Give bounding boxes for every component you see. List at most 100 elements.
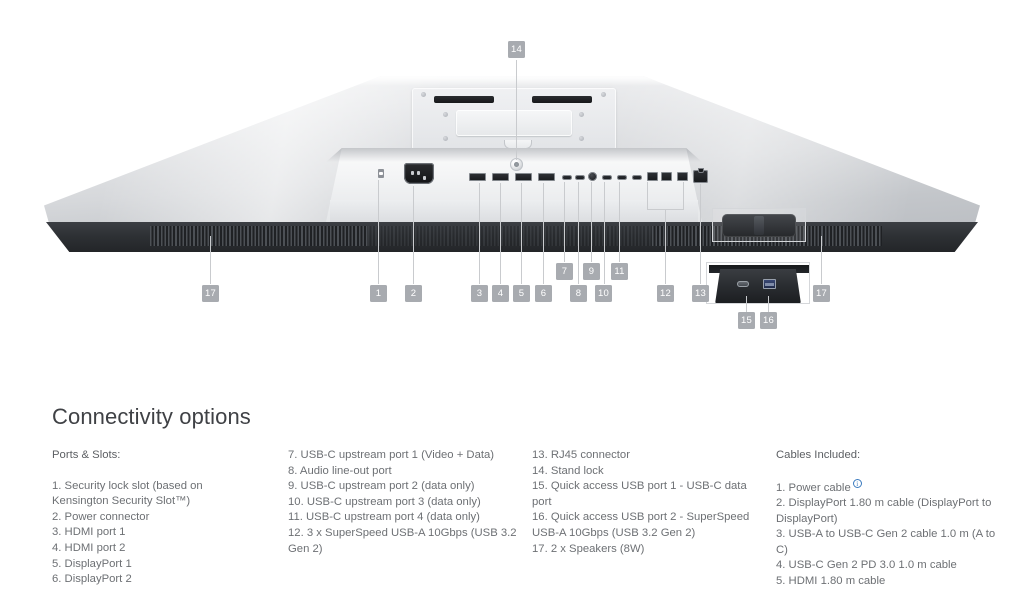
- callout-badge-7[interactable]: 7: [556, 263, 573, 280]
- usb-a-port-2: [661, 172, 672, 181]
- power-pin-1: [411, 171, 414, 175]
- callout-badge-17-right[interactable]: 17: [813, 285, 830, 302]
- leader-line-6: [543, 183, 544, 284]
- list-item: 2. Power connector: [52, 510, 150, 523]
- callout-badge-13[interactable]: 13: [692, 285, 709, 302]
- list-item: 12. 3 x SuperSpeed USB-A 10Gbps (USB 3.2…: [288, 526, 517, 555]
- callout-badge-8[interactable]: 8: [570, 285, 587, 302]
- security-lock-slot-port: [378, 169, 384, 178]
- callout-badge-16[interactable]: 16: [760, 312, 777, 329]
- list-item: 3. USB-A to USB-C Gen 2 cable 1.0 m (A t…: [776, 528, 996, 556]
- list-item: 5. HDMI 1.80 m cable: [776, 574, 886, 587]
- port-bay-floor: [330, 200, 698, 222]
- list-item: 2. DisplayPort 1.80 m cable (DisplayPort…: [776, 496, 992, 525]
- callout-badge-2[interactable]: 2: [405, 285, 422, 302]
- leader-line-2: [413, 186, 414, 284]
- list-item: 17. 2 x Speakers (8W): [532, 542, 645, 555]
- vesa-screw-bl: [443, 136, 448, 141]
- usbc-upstream-port-4: [632, 175, 642, 180]
- port-bay-shadow: [326, 148, 702, 162]
- list-item: 4. HDMI port 2: [52, 541, 126, 554]
- leader-line-12c: [665, 209, 666, 284]
- callout-badge-15[interactable]: 15: [738, 312, 755, 329]
- callout-badge-9[interactable]: 9: [583, 263, 600, 280]
- leader-line-4: [500, 183, 501, 284]
- stand-lock-screw: [510, 158, 523, 171]
- vesa-slot-left: [434, 96, 494, 103]
- speaker-grille-left: [150, 226, 368, 246]
- usb-a-port-1: [647, 172, 658, 181]
- stand-clip: [456, 110, 572, 136]
- leader-line-17-left: [210, 236, 211, 284]
- callout-badge-6[interactable]: 6: [535, 285, 552, 302]
- leader-line-16: [768, 296, 769, 312]
- list-item: 14. Stand lock: [532, 464, 604, 477]
- ports-continued-list: 7. USB-C upstream port 1 (Video + Data) …: [288, 448, 518, 557]
- usbc-upstream-port-2: [602, 175, 612, 180]
- vesa-screw-br: [579, 136, 584, 141]
- leader-line-7: [564, 182, 565, 262]
- leader-line-9: [591, 182, 592, 262]
- list-item: 3. HDMI port 1: [52, 526, 126, 539]
- list-item: 4. USB-C Gen 2 PD 3.0 1.0 m cable: [776, 559, 957, 572]
- callout-badge-5[interactable]: 5: [513, 285, 530, 302]
- cables-included-heading: Cables Included:: [776, 449, 861, 461]
- leader-line-5: [521, 183, 522, 284]
- list-item: 1. Security lock slot (based on Kensingt…: [52, 479, 203, 508]
- leader-line-3: [479, 183, 480, 284]
- page-title: Connectivity options: [52, 404, 251, 430]
- list-item: 6. DisplayPort 2: [52, 573, 132, 586]
- callout-badge-11[interactable]: 11: [611, 263, 628, 280]
- leader-line-11: [619, 182, 620, 262]
- leader-line-14: [516, 60, 517, 160]
- usbc-upstream-port-1: [562, 175, 572, 180]
- displayport-2: [538, 173, 555, 181]
- callout-badge-4[interactable]: 4: [492, 285, 509, 302]
- hdmi-port-2: [492, 173, 509, 181]
- callout-badge-12[interactable]: 12: [657, 285, 674, 302]
- displayport-1: [515, 173, 532, 181]
- hdmi-port-1: [469, 173, 486, 181]
- usbc-upstream-port-1b: [575, 175, 585, 180]
- ports-continued-2-list: 13. RJ45 connector 14. Stand lock 15. Qu…: [532, 448, 767, 557]
- callout-badge-10[interactable]: 10: [595, 285, 612, 302]
- list-item: 8. Audio line-out port: [288, 464, 392, 477]
- list-item: 9. USB-C upstream port 2 (data only): [288, 480, 475, 493]
- ports-slots-list: 1. Security lock slot (based on Kensingt…: [52, 479, 262, 588]
- leader-line-12b: [683, 182, 684, 210]
- callout-badge-1[interactable]: 1: [370, 285, 387, 302]
- product-hero-image: 14 17 1 2 3 4 5 6 7: [44, 41, 980, 329]
- list-item: 10. USB-C upstream port 3 (data only): [288, 495, 481, 508]
- leader-line-10: [604, 182, 605, 284]
- quick-access-usbc-port: [737, 281, 749, 287]
- inset-housing-body: [715, 269, 801, 303]
- vesa-slot-right: [532, 96, 592, 103]
- quick-access-usba-port: [763, 279, 776, 289]
- list-item: 7. USB-C upstream port 1 (Video + Data): [288, 449, 495, 461]
- leader-line-8: [578, 182, 579, 284]
- vesa-screw-tl: [421, 92, 426, 97]
- info-icon[interactable]: i: [852, 478, 862, 488]
- column-ports-continued: 7. USB-C upstream port 1 (Video + Data) …: [288, 448, 518, 557]
- ports-slots-heading: Ports & Slots:: [52, 449, 121, 461]
- usbc-upstream-port-3: [617, 175, 627, 180]
- vesa-screw-ml: [443, 112, 448, 117]
- quick-access-detail-inset: [706, 262, 810, 304]
- vesa-screw-mr: [579, 112, 584, 117]
- audio-line-out-port: [588, 172, 597, 181]
- power-pin-3: [423, 176, 426, 180]
- list-item: 16. Quick access USB port 2 - SuperSpeed…: [532, 511, 750, 539]
- list-item: 5. DisplayPort 1: [52, 557, 132, 570]
- callout-badge-3[interactable]: 3: [471, 285, 488, 302]
- usb-a-port-3: [677, 172, 688, 181]
- callout-badge-14[interactable]: 14: [508, 41, 525, 58]
- power-pin-2: [417, 171, 420, 175]
- callout-badge-17-left[interactable]: 17: [202, 285, 219, 302]
- leader-line-12a: [647, 182, 648, 210]
- stand-latch: [504, 140, 532, 149]
- leader-line-17-right: [821, 236, 822, 284]
- vesa-screw-tr: [601, 92, 606, 97]
